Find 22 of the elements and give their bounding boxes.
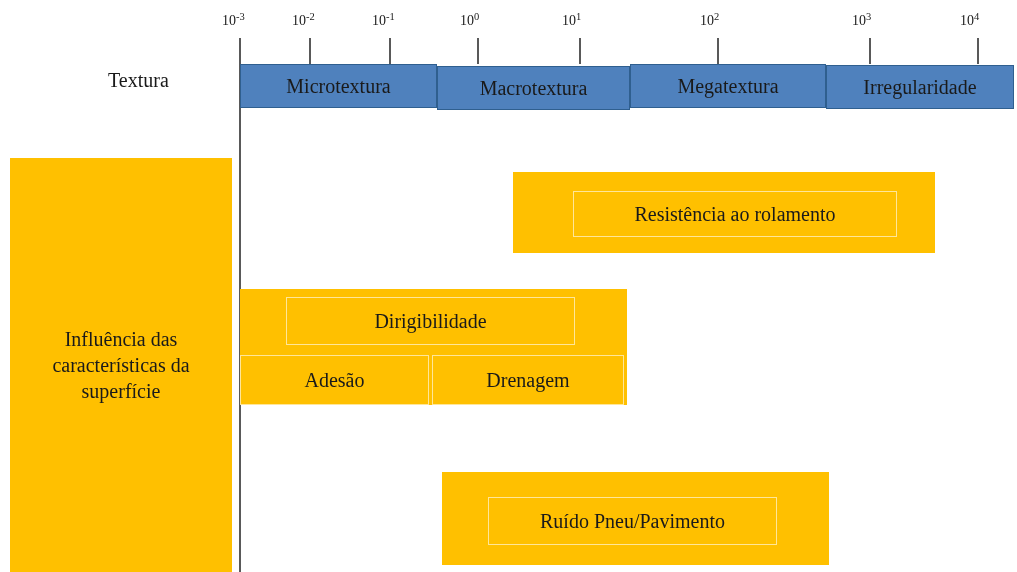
influence-band: Influência das características da superfície — [10, 158, 232, 572]
characteristic-box: Drenagem — [432, 355, 624, 405]
characteristic-box: Resistência ao rolamento — [573, 191, 897, 237]
influence-band — [513, 172, 935, 253]
row-label: Textura — [108, 70, 169, 90]
texture-band: Megatextura — [630, 64, 826, 108]
tick-label: 10$^{2}$ — [700, 14, 720, 28]
tick-label: 10$^{4}$ — [960, 14, 980, 28]
tick-label: 10$^{-3}$ — [222, 14, 245, 28]
tick-label: 10$^{-1}$ — [372, 14, 395, 28]
tick-label: 10$^{1}$ — [562, 14, 582, 28]
characteristic-box: Ruído Pneu/Pavimento — [488, 497, 777, 545]
influence-band — [240, 289, 627, 405]
texture-band: Irregularidade — [826, 65, 1014, 109]
tick-label: 10$^{0}$ — [460, 14, 480, 28]
characteristic-box: Adesão — [240, 355, 429, 405]
texture-band: Macrotextura — [437, 66, 630, 110]
tick-label: 10$^{3}$ — [852, 14, 872, 28]
influence-band — [442, 472, 829, 565]
texture-band: Microtextura — [240, 64, 437, 108]
characteristic-box: Dirigibilidade — [286, 297, 575, 345]
tick-label: 10$^{-2}$ — [292, 14, 315, 28]
